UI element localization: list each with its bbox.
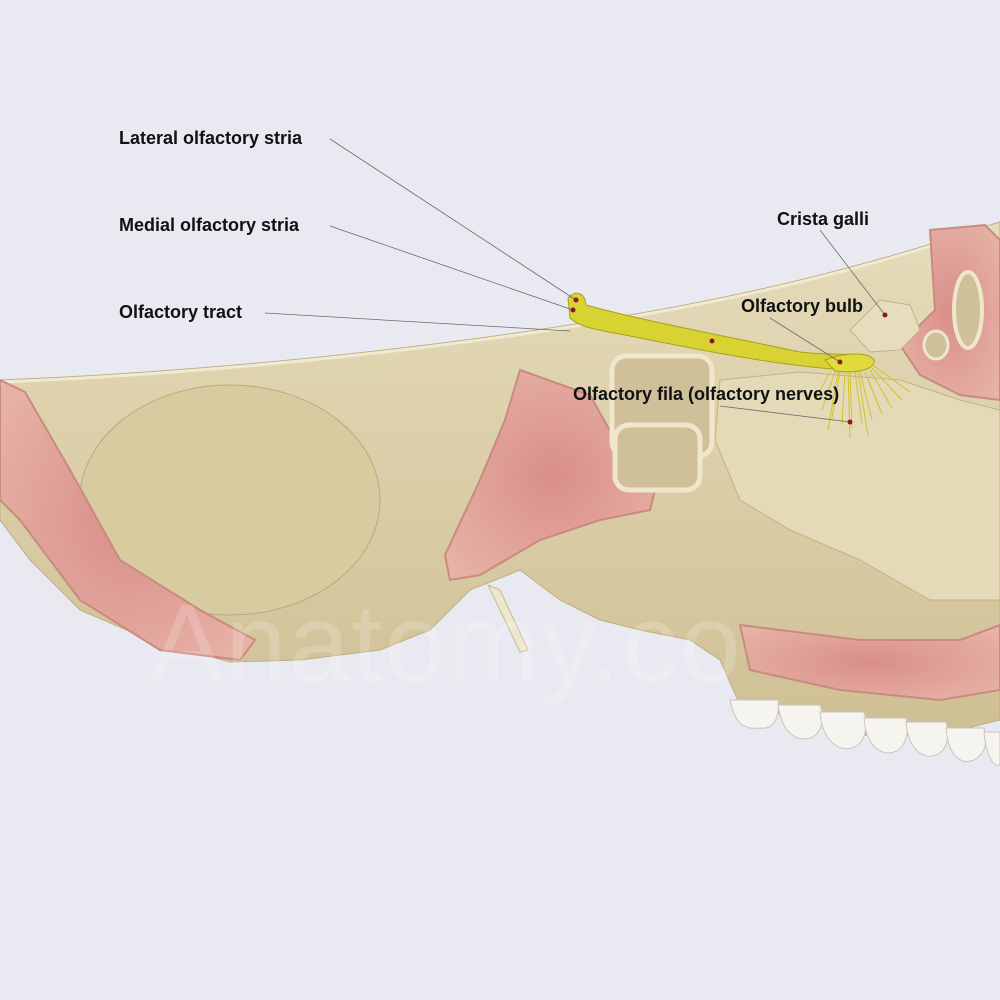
leader-lateral-stria — [329, 138, 577, 301]
ethmoid-cell-cavity — [612, 422, 703, 493]
pin-olfactory-bulb — [837, 359, 843, 365]
label-pins — [570, 297, 888, 425]
leader-olfactory-tract — [264, 312, 571, 332]
leader-medial-stria — [329, 225, 574, 311]
tooth-7 — [983, 731, 1000, 766]
leader-olfactory-bulb — [769, 317, 841, 363]
skull-cap-edge — [0, 225, 991, 384]
frontal-cell-cavity — [922, 329, 950, 361]
nasal-septum-bone — [714, 371, 1000, 601]
occipital-cut-surface — [0, 378, 257, 662]
teeth — [729, 699, 1000, 766]
label-olfactory-bulb: Olfactory bulb — [741, 296, 864, 316]
label-medial-olfactory-stria: Medial olfactory stria — [119, 215, 300, 235]
label-crista-galli: Crista galli — [777, 209, 870, 229]
frontal-sinus-cavity — [952, 270, 984, 350]
pin-medial-stria — [570, 307, 576, 313]
tooth-5 — [905, 721, 949, 757]
leader-olfactory-fila — [719, 405, 851, 423]
tooth-4 — [863, 717, 908, 754]
tooth-6 — [945, 727, 987, 762]
pin-crista-galli — [882, 312, 888, 318]
leader-lines — [264, 138, 886, 423]
leader-crista-galli — [819, 229, 886, 316]
crista-galli-bone — [849, 299, 921, 353]
pin-olfactory-tract — [709, 338, 715, 344]
tooth-3 — [819, 711, 867, 750]
olfactory-bulb — [824, 353, 875, 373]
pterygoid-process — [486, 584, 529, 653]
label-lateral-olfactory-stria: Lateral olfactory stria — [119, 128, 303, 148]
label-olfactory-tract: Olfactory tract — [119, 302, 243, 322]
pin-olfactory-fila — [847, 419, 853, 425]
watermark: Anatomy.co — [150, 582, 743, 705]
pin-lateral-stria — [573, 297, 579, 303]
label-olfactory-fila: Olfactory fila (olfactory nerves) — [573, 384, 840, 404]
olfactory-fila — [814, 365, 911, 439]
palate-cut-surface — [738, 623, 1000, 702]
frontal-cut-surface — [898, 223, 1000, 402]
tooth-2 — [777, 704, 823, 740]
